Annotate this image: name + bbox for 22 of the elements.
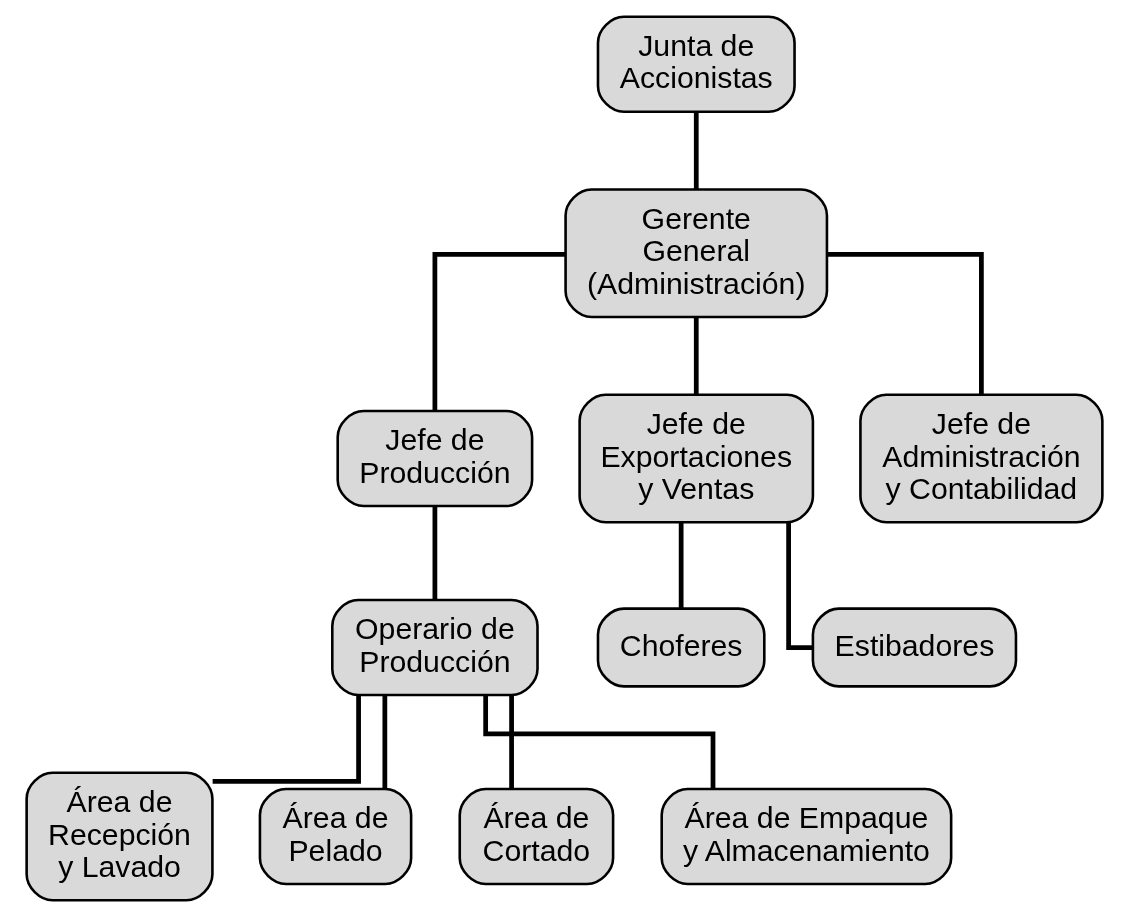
connector bbox=[509, 695, 514, 789]
connector bbox=[678, 522, 684, 609]
node-box: Área de Pelado bbox=[258, 787, 413, 886]
connector bbox=[432, 506, 438, 600]
node-box: Área de Empaque y Almacenamiento bbox=[660, 787, 953, 886]
node-box: Área de Cortado bbox=[458, 787, 615, 886]
node-box: Área de Recepción y Lavado bbox=[25, 771, 214, 902]
connector bbox=[693, 317, 699, 395]
connector bbox=[483, 695, 716, 789]
node-box: Gerente General (Administración) bbox=[564, 188, 829, 319]
node-box: Junta de Accionistas bbox=[596, 15, 796, 114]
node-box: Estibadores bbox=[811, 607, 1018, 688]
connector bbox=[382, 695, 388, 789]
node-box: Jefe de Administración y Contabilidad bbox=[859, 393, 1104, 524]
node-box: Operario de Producción bbox=[331, 598, 539, 697]
connector bbox=[827, 252, 984, 395]
node-box: Jefe de Exportaciones y Ventas bbox=[578, 393, 815, 524]
connector bbox=[693, 112, 699, 190]
connector bbox=[212, 695, 361, 784]
node-box: Choferes bbox=[596, 607, 766, 688]
connector bbox=[432, 252, 566, 411]
node-box: Jefe de Producción bbox=[336, 409, 534, 508]
